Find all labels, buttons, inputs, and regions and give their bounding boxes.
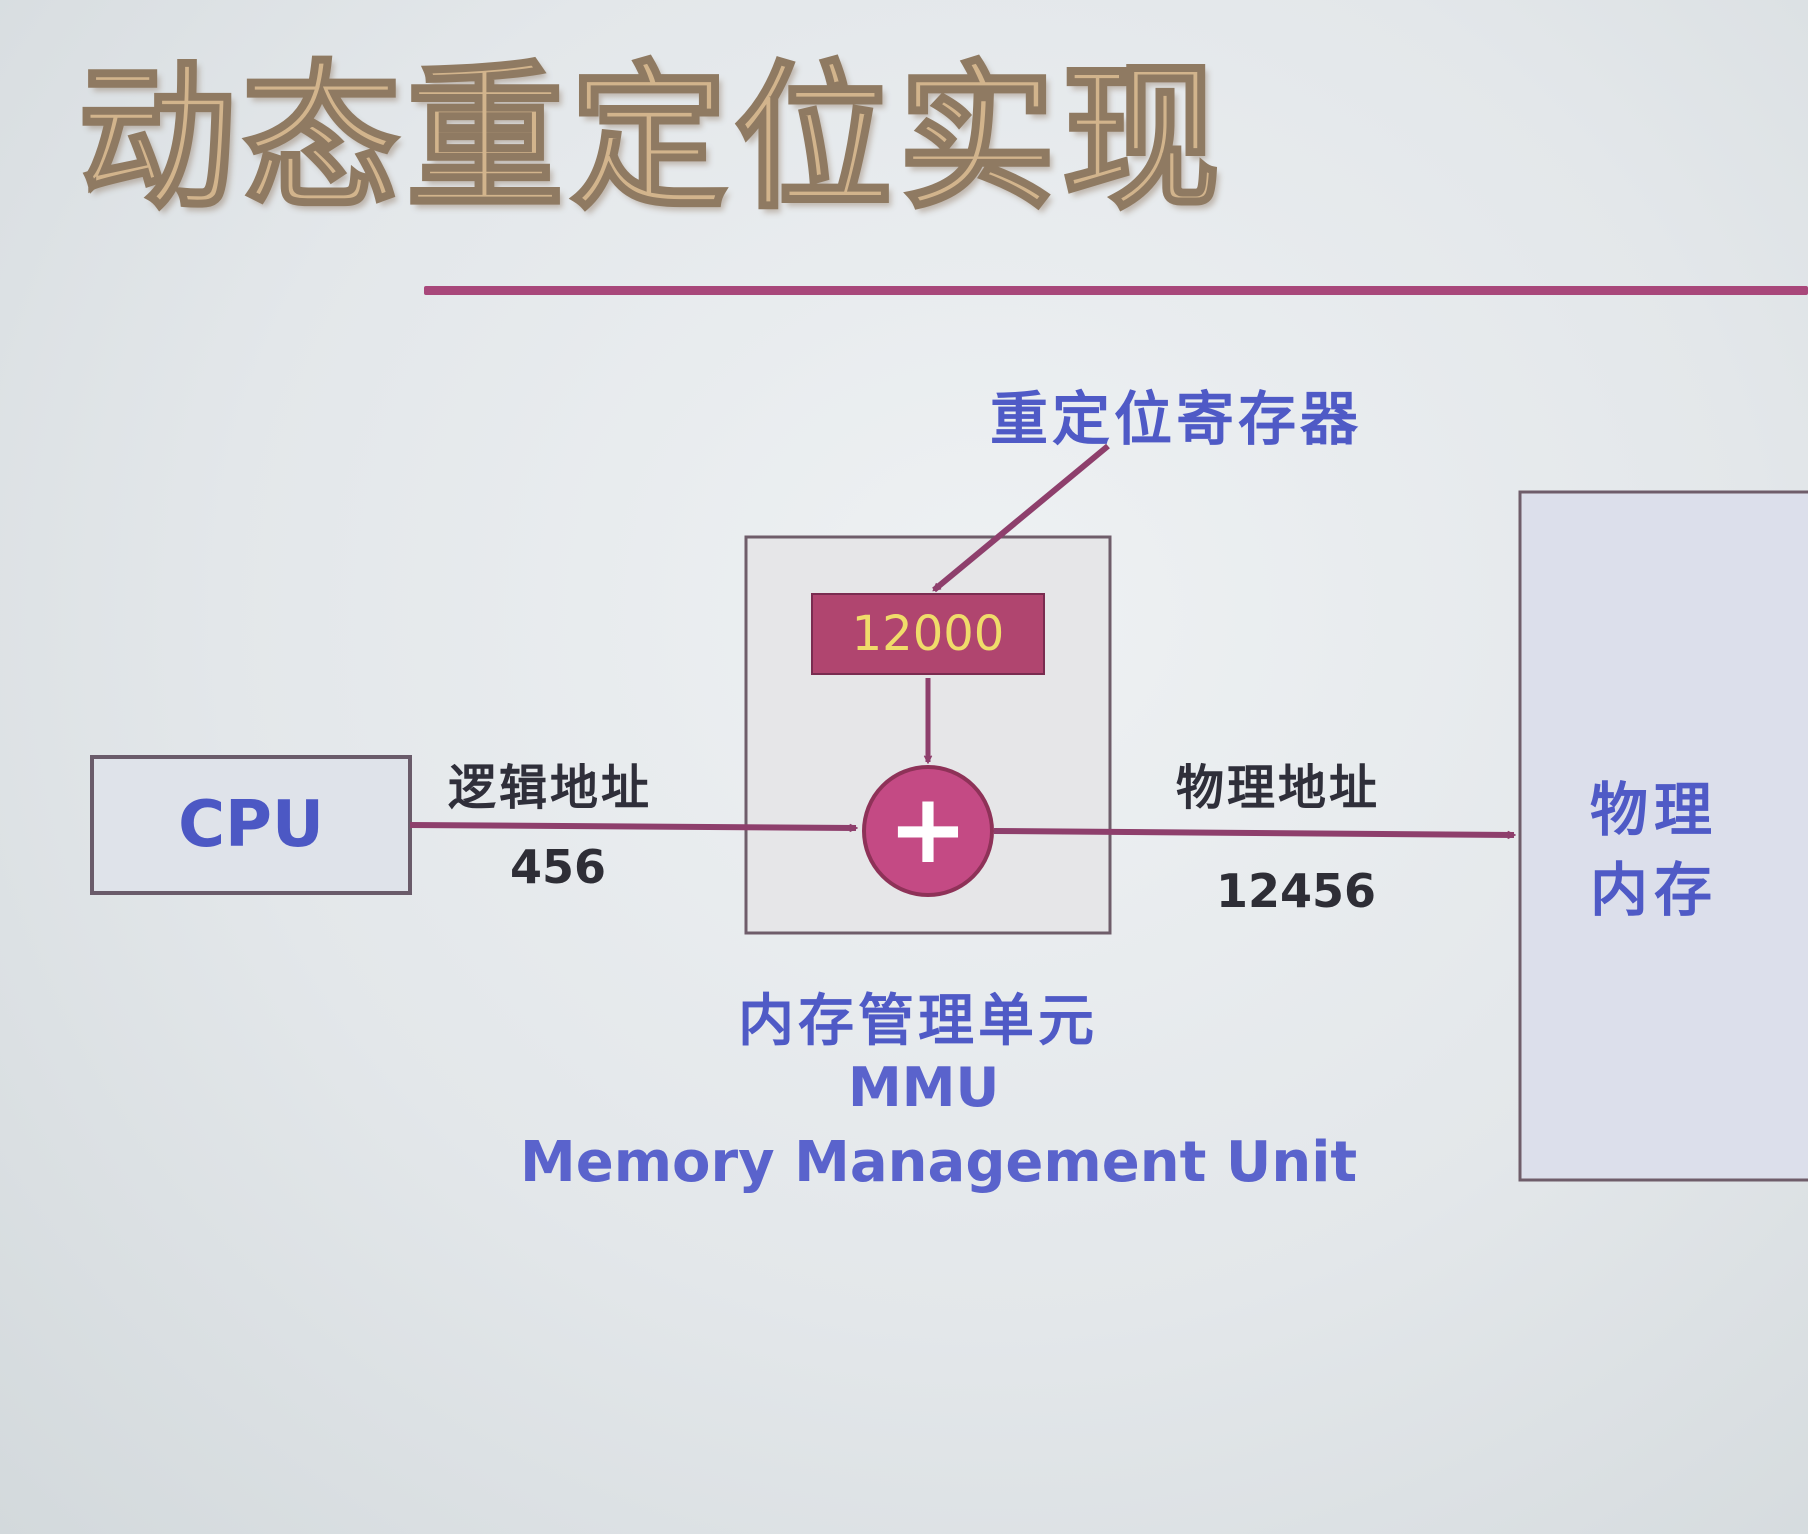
mmu-abbreviation: MMU: [848, 1056, 1000, 1119]
slide-title: 动态重定位实现: [77, 47, 1226, 231]
register-label-arrow: [932, 443, 1110, 593]
physical-address-label: 物理地址: [1176, 760, 1381, 816]
physical-memory-label-line2: 内存: [1590, 856, 1719, 924]
physical-memory-box: [1518, 490, 1808, 1182]
logical-address-label: 逻辑地址: [448, 760, 653, 816]
relocation-register-label: 重定位寄存器: [990, 385, 1363, 453]
adder-symbol: +: [888, 773, 968, 885]
physical-address-arrow: [993, 828, 1514, 835]
logical-address-arrow: [409, 822, 856, 828]
logical-address-value: 456: [510, 840, 607, 894]
physical-memory-label-line1: 物理: [1590, 776, 1719, 844]
adder-circle: [862, 765, 994, 897]
relocation-register-value: 12000: [851, 606, 1005, 662]
cpu-box: [90, 755, 412, 895]
mmu-chinese-label: 内存管理单元: [738, 988, 1098, 1054]
physical-address-value: 12456: [1216, 864, 1377, 918]
title-underline: [424, 286, 1808, 295]
relocation-register-box: [811, 593, 1045, 675]
mmu-full-name: Memory Management Unit: [520, 1130, 1358, 1195]
physical-memory-label: 物理 内存: [1590, 770, 1750, 930]
cpu-label: CPU: [178, 788, 324, 862]
